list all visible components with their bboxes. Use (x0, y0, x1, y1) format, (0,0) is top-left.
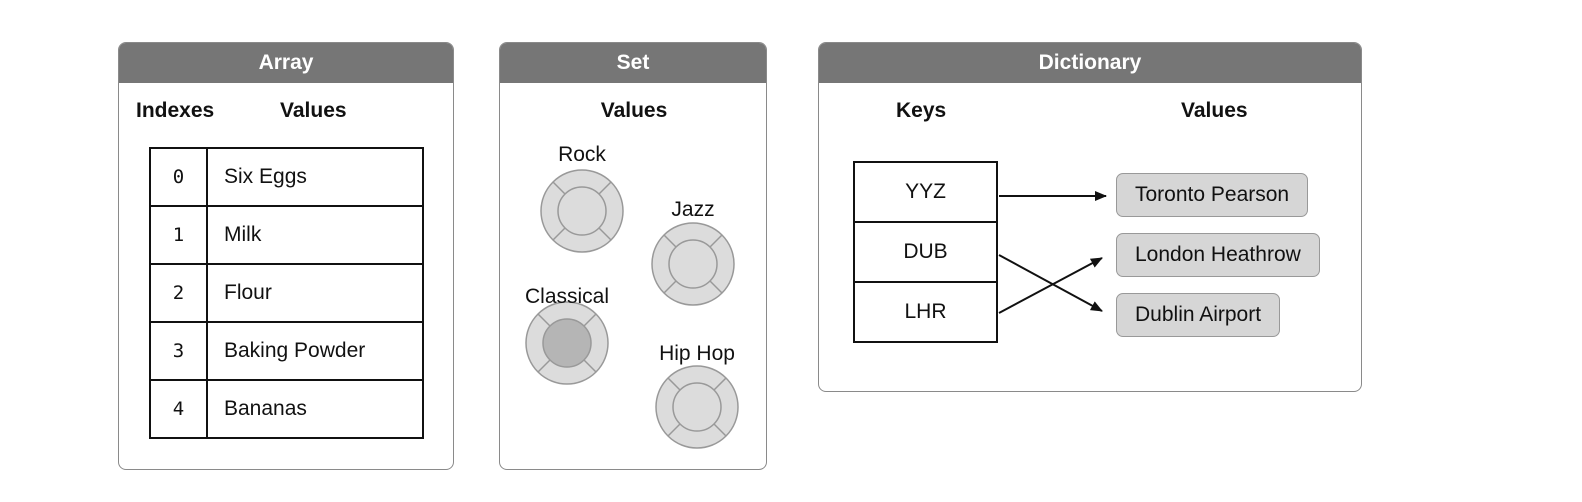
set-item-label: Jazz (671, 198, 715, 221)
dictionary-key: DUB (855, 223, 996, 283)
dictionary-value: London Heathrow (1116, 233, 1320, 277)
dictionary-values-header: Values (1181, 99, 1248, 122)
array-index: 0 (151, 149, 208, 205)
dictionary-panel: Dictionary Keys Values YYZ DUB LHR Toron… (818, 42, 1362, 392)
keys-header: Keys (896, 99, 947, 122)
set-item-hiphop-icon (655, 365, 739, 449)
set-title: Set (500, 43, 766, 83)
indexes-header: Indexes (136, 99, 215, 122)
set-item-label: Rock (558, 143, 606, 166)
dictionary-arrows (998, 191, 1107, 314)
array-value: Six Eggs (224, 165, 307, 188)
set-item-rock-icon (540, 169, 624, 253)
array-value: Bananas (224, 397, 307, 420)
set-items-graphic (525, 169, 739, 449)
array-index: 2 (151, 265, 208, 321)
array-table: 0 Six Eggs 1 Milk 2 Flour 3 Baking Powde… (149, 147, 424, 439)
dictionary-value: Dublin Airport (1116, 293, 1281, 337)
set-panel: Set Values Rock Jazz Classical Hip Ho (499, 42, 767, 470)
table-row: 0 Six Eggs (151, 149, 422, 207)
arrow-lhr-to-london (998, 257, 1103, 314)
array-index: 4 (151, 381, 208, 437)
table-row: 1 Milk (151, 207, 422, 265)
dictionary-value: Toronto Pearson (1116, 173, 1309, 217)
set-item-classical-icon (525, 301, 609, 385)
array-values-header: Values (280, 99, 347, 122)
array-value: Flour (224, 281, 272, 304)
array-title: Array (119, 43, 453, 83)
array-value: Baking Powder (224, 339, 366, 362)
dictionary-key: LHR (904, 300, 947, 323)
set-item-jazz-icon (651, 222, 735, 306)
dictionary-keys-table: YYZ DUB LHR (853, 161, 998, 343)
table-row: 4 Bananas (151, 381, 422, 437)
table-row: 3 Baking Powder (151, 323, 422, 381)
set-values-header: Values (600, 99, 668, 122)
array-value: Milk (224, 223, 262, 246)
arrow-dub-to-dublin (998, 254, 1103, 312)
table-row: 2 Flour (151, 265, 422, 323)
dictionary-title: Dictionary (819, 43, 1361, 83)
array-panel: Array Indexes Values 0 Six Eggs 1 Milk 2… (118, 42, 454, 470)
dictionary-key: YYZ (855, 163, 996, 223)
set-item-label: Hip Hop (659, 342, 735, 365)
array-index: 1 (151, 207, 208, 263)
array-index: 3 (151, 323, 208, 379)
set-item-label: Classical (524, 285, 610, 308)
